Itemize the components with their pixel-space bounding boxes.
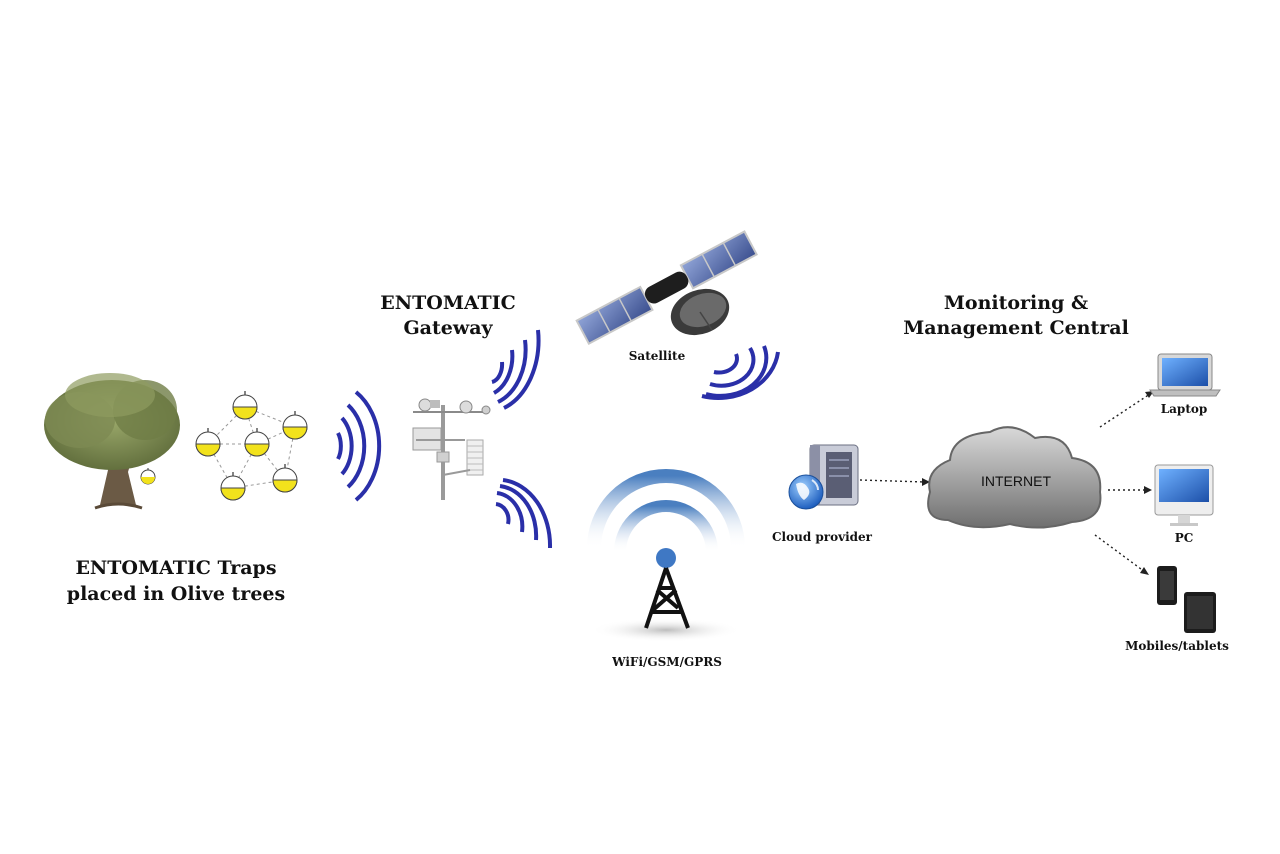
trap-network: [195, 391, 308, 501]
trap-icon: [272, 464, 298, 493]
olive-tree-icon: [44, 373, 180, 510]
trap-icon: [232, 391, 258, 420]
monitoring-title-line1: Monitoring &: [944, 292, 1088, 314]
server-icon: [788, 444, 859, 510]
mobile-phone-icon: [1157, 566, 1177, 605]
laptop-label: Laptop: [1161, 402, 1208, 416]
signal-waves-gateway-up: [491, 329, 541, 410]
signal-waves-traps: [336, 390, 382, 502]
tablet-icon: [1184, 592, 1216, 633]
gateway-title-line1: ENTOMATIC: [380, 292, 515, 314]
cloud-icon: [927, 426, 1102, 529]
signal-waves-gateway-down: [495, 478, 553, 549]
traps-title-line2: placed in Olive trees: [67, 583, 285, 605]
satellite-icon: [575, 230, 758, 346]
satellite-label: Satellite: [629, 349, 686, 363]
trap-icon: [220, 472, 246, 501]
arrows: [859, 393, 1151, 573]
gateway-title-line2: Gateway: [403, 317, 493, 339]
cell-tower-icon: [587, 469, 745, 642]
trap-icon: [244, 428, 270, 457]
trap-icon: [140, 468, 156, 485]
wifi-label: WiFi/GSM/GPRS: [611, 655, 722, 669]
laptop-icon: [1149, 353, 1221, 397]
cloud-provider-label: Cloud provider: [772, 530, 873, 544]
mobiles-label: Mobiles/tablets: [1125, 639, 1229, 653]
trap-icon: [195, 428, 221, 457]
desktop-pc-icon: [1154, 464, 1214, 526]
monitoring-title-line2: Management Central: [903, 317, 1129, 339]
trap-icon: [282, 411, 308, 440]
internet-label: INTERNET: [981, 473, 1051, 489]
traps-title-line1: ENTOMATIC Traps: [75, 557, 276, 579]
weather-station-icon: [412, 398, 491, 500]
signal-waves-satellite: [701, 345, 780, 400]
pc-label: PC: [1175, 531, 1194, 545]
